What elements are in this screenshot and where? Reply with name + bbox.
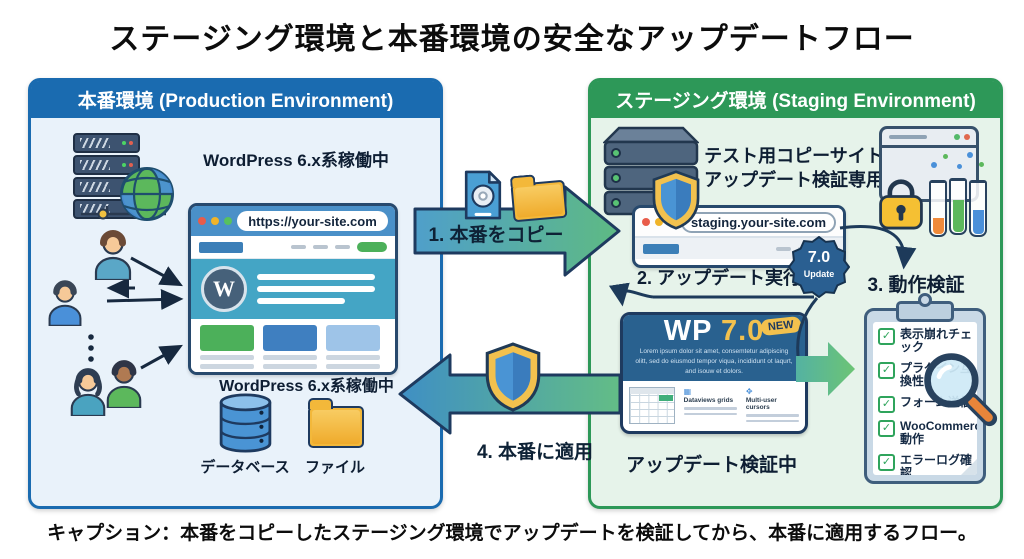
browser-nav-bar — [191, 236, 395, 259]
files-label: ファイル — [304, 459, 365, 476]
feature-block: ▦ Dataviews grids — [683, 387, 737, 415]
backup-file-icon — [464, 170, 502, 220]
staging-url: staging.your-site.com — [681, 211, 836, 233]
staging-panel-body: テスト用コピーサイト アップデート検証専用 — [591, 118, 1000, 500]
bubble — [979, 162, 984, 167]
user-icon-woman — [70, 368, 106, 416]
nav-cta-button — [357, 242, 387, 252]
test-tube — [969, 180, 987, 237]
staging-browser-window: staging.your-site.com — [632, 205, 846, 268]
site-logo-block — [199, 241, 243, 253]
wp-card-features: ▦ Dataviews grids ✥ Multi-user cursors — [623, 381, 805, 430]
grid-icon: ▦ — [683, 387, 692, 396]
site-logo-block — [643, 243, 679, 254]
wp-update-card: WP 7.0 Lorem ipsum dolor sit amet, conse… — [620, 312, 808, 434]
feature-block: ✥ Multi-user cursors — [745, 387, 800, 422]
staging-panel: ステージング環境 (Staging Environment) テスト用コピーサイ… — [588, 78, 1003, 509]
production-status-label-bottom: WordPress 6.x系稼働中 — [219, 378, 394, 395]
content-column — [263, 325, 317, 369]
production-url: https://your-site.com — [237, 211, 388, 231]
bubble — [967, 152, 973, 158]
nav-dash — [776, 246, 791, 251]
verifying-label: アップデート検証中 — [625, 455, 797, 476]
padlock-icon — [879, 179, 923, 230]
production-panel-body: WordPress 6.x系稼働中 https://your-site.com — [31, 118, 440, 500]
bubble — [931, 162, 937, 168]
server-unit — [73, 155, 140, 175]
step3-label: 3. 動作検証 — [867, 275, 965, 296]
step1-label: 1. 本番をコピー — [428, 225, 564, 246]
content-column — [200, 325, 254, 369]
checklist-item: ✓ WooCommerce動作 — [878, 419, 977, 447]
database-icon — [219, 393, 272, 453]
checkbox-checked-icon: ✓ — [878, 453, 895, 471]
ellipsis-dots — [88, 334, 94, 362]
user-icon — [48, 280, 82, 326]
safety-shield-icon — [485, 342, 541, 412]
server-unit — [73, 133, 140, 153]
wp-card-header: WP 7.0 Lorem ipsum dolor sit amet, conse… — [623, 315, 805, 381]
nav-dash — [291, 245, 306, 249]
production-panel: 本番環境 (Production Environment) WordPress … — [28, 78, 443, 509]
production-browser-window: https://your-site.com W — [188, 203, 398, 375]
wp-card-description: Lorem ipsum dolor sit amet, consemtetur … — [635, 348, 793, 376]
production-panel-header: 本番環境 (Production Environment) — [31, 81, 440, 118]
checklist-item: ✓ エラーログ確認 — [878, 453, 973, 475]
hero-text-lines — [257, 268, 385, 310]
user-icon — [94, 230, 132, 280]
bubble — [943, 154, 948, 159]
magnifier-icon — [924, 353, 998, 427]
checklist-item: ✓ 表示崩れチェック — [878, 327, 973, 355]
database-label: データベース — [200, 459, 290, 476]
traffic-dot-green — [224, 217, 232, 225]
mini-table-graphic — [629, 387, 675, 424]
flow-connectors — [608, 225, 917, 396]
browser-content-row — [191, 319, 395, 372]
clipboard-clip — [896, 301, 954, 322]
traffic-dot-yellow — [211, 217, 219, 225]
nav-dash — [335, 245, 350, 249]
nav-dash — [313, 245, 328, 249]
test-tube — [929, 180, 947, 237]
staging-purpose-label: テスト用コピーサイト アップデート検証専用 — [704, 146, 884, 191]
checkbox-checked-icon: ✓ — [878, 361, 895, 379]
update-version-badge: 7.0 Update — [788, 236, 850, 298]
wordpress-logo-icon: W — [201, 266, 247, 312]
copy-folder-icon — [510, 179, 568, 223]
to-checklist-arrow — [796, 342, 855, 396]
checkbox-checked-icon: ✓ — [878, 395, 895, 413]
bubble — [957, 164, 962, 169]
wp-card-title: WP 7.0 — [663, 315, 765, 347]
page-title: ステージング環境と本番環境の安全なアップデートフロー — [109, 23, 915, 56]
user-icon-man — [106, 360, 142, 408]
traffic-dot-red — [198, 217, 206, 225]
browser-title-bar: https://your-site.com — [191, 206, 395, 236]
user-traffic-arrows — [81, 206, 184, 370]
step2-label: 2. アップデート実行 — [636, 268, 801, 288]
staging-panel-header: ステージング環境 (Staging Environment) — [591, 81, 1000, 118]
traffic-dot-yellow — [655, 218, 663, 226]
globe-icon — [120, 167, 174, 221]
checkbox-checked-icon: ✓ — [878, 419, 895, 437]
step4-label: 4. 本番に適用 — [476, 442, 594, 463]
traffic-dot-red — [642, 218, 650, 226]
caption-text: キャプション：本番をコピーしたステージング環境でアップデートを検証してから、本番… — [47, 523, 977, 544]
test-tube — [949, 178, 967, 235]
content-column — [326, 325, 380, 369]
staging-shield-icon — [652, 170, 700, 230]
files-folder-icon — [307, 398, 364, 448]
cursors-icon: ✥ — [745, 387, 753, 396]
production-status-label-top: WordPress 6.x系稼働中 — [203, 151, 389, 170]
checkbox-checked-icon: ✓ — [878, 328, 895, 345]
browser-hero-section: W — [191, 259, 395, 319]
